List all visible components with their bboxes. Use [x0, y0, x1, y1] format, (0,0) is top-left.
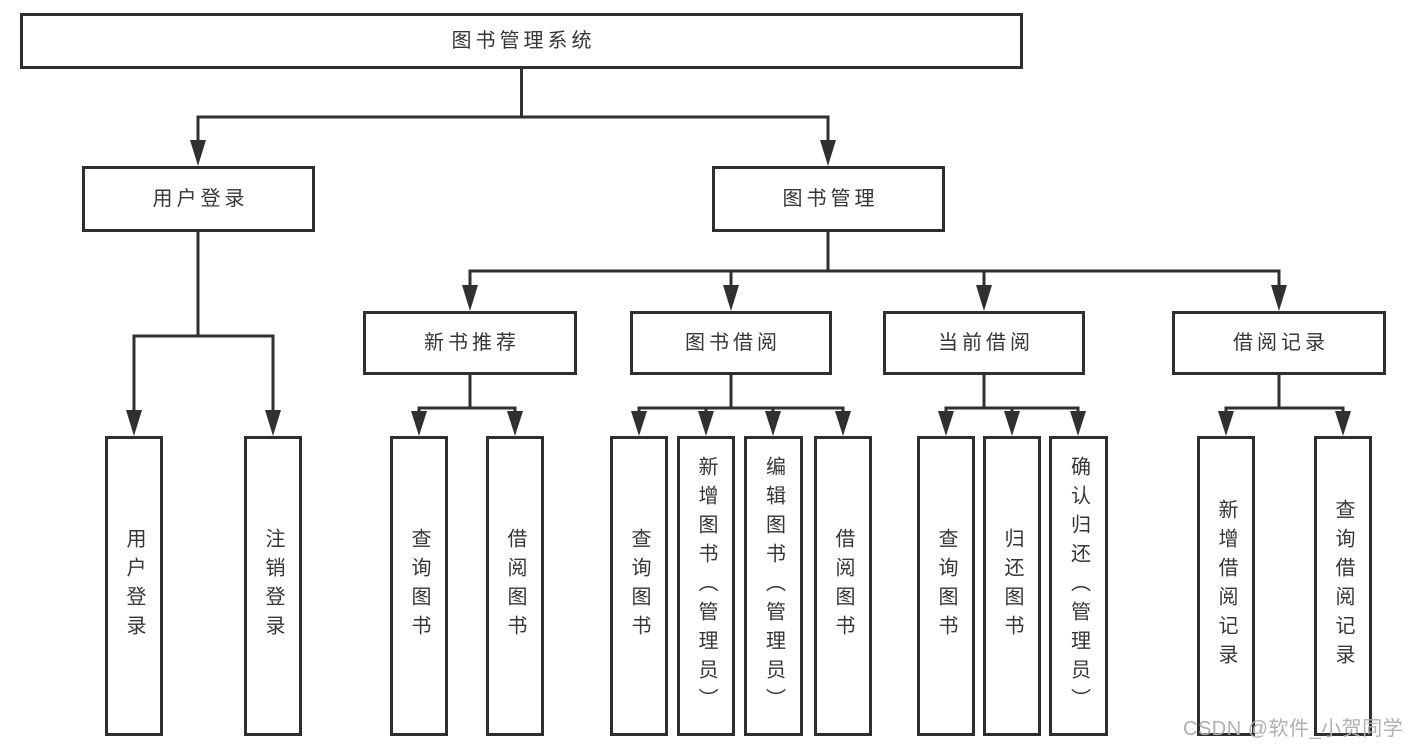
leaf-add-borrow-record: 新增借阅记录 [1197, 436, 1255, 736]
leaf-borrow-books-recommend: 借阅图书 [486, 436, 544, 736]
leaf-query-borrow-record: 查询借阅记录 [1314, 436, 1372, 736]
leaf-add-borrow-record-label: 新增借阅记录 [1215, 499, 1237, 673]
connector-current-borrowing-group [938, 375, 1086, 436]
leaf-query-books-borrowing: 查询图书 [610, 436, 668, 736]
leaf-query-borrow-record-label: 查询借阅记录 [1332, 499, 1354, 673]
leaf-logout-login: 注销登录 [244, 436, 302, 736]
node-borrowing-records: 借阅记录 [1172, 311, 1386, 375]
node-book-management-label: 图书管理 [782, 188, 879, 210]
connector-root-to-level2 [190, 68, 836, 166]
watermark: CSDN @软件_小贺同学 [1183, 718, 1404, 740]
leaf-return-books: 归还图书 [983, 436, 1041, 736]
leaf-query-books-recommend-label: 查询图书 [408, 528, 430, 644]
node-borrowing-records-label: 借阅记录 [1233, 332, 1329, 354]
node-current-borrowing: 当前借阅 [883, 311, 1085, 375]
connector-user-login-group [126, 232, 281, 436]
leaf-user-login-label: 用户登录 [123, 528, 145, 644]
leaf-borrow-books-borrowing: 借阅图书 [814, 436, 872, 736]
connector-new-book-group [411, 375, 523, 436]
node-root-label: 图书管理系统 [451, 30, 596, 52]
leaf-logout-login-label: 注销登录 [262, 528, 284, 644]
leaf-edit-books-admin-label: 编辑图书（管理员） [762, 455, 785, 717]
node-new-book-recommend: 新书推荐 [363, 311, 577, 375]
node-user-login: 用户登录 [82, 166, 315, 232]
node-book-borrowing-label: 图书借阅 [685, 332, 781, 354]
leaf-query-books-borrowing-label: 查询图书 [628, 528, 650, 644]
leaf-confirm-return-admin-label: 确认归还（管理员） [1067, 455, 1090, 717]
leaf-borrow-books-borrowing-label: 借阅图书 [832, 528, 854, 644]
leaf-query-books-current-label: 查询图书 [935, 528, 957, 644]
connector-book-management-to-level3 [462, 232, 1287, 311]
node-root: 图书管理系统 [20, 13, 1023, 69]
leaf-query-books-current: 查询图书 [917, 436, 975, 736]
leaf-query-books-recommend: 查询图书 [390, 436, 448, 736]
leaf-return-books-label: 归还图书 [1001, 528, 1023, 644]
leaf-add-books-admin-label: 新增图书（管理员） [695, 455, 717, 717]
node-user-login-label: 用户登录 [152, 188, 249, 210]
connector-borrowing-records-group [1218, 375, 1351, 436]
leaf-confirm-return-admin: 确认归还（管理员） [1049, 436, 1108, 736]
node-book-management: 图书管理 [712, 166, 945, 232]
node-book-borrowing: 图书借阅 [630, 311, 832, 375]
leaf-borrow-books-recommend-label: 借阅图书 [504, 528, 526, 644]
node-new-book-recommend-label: 新书推荐 [424, 332, 520, 354]
node-current-borrowing-label: 当前借阅 [938, 332, 1034, 354]
connector-book-borrowing-group [631, 375, 851, 436]
leaf-user-login: 用户登录 [105, 436, 163, 736]
leaf-add-books-admin: 新增图书（管理员） [677, 436, 735, 736]
leaf-edit-books-admin: 编辑图书（管理员） [744, 436, 803, 736]
